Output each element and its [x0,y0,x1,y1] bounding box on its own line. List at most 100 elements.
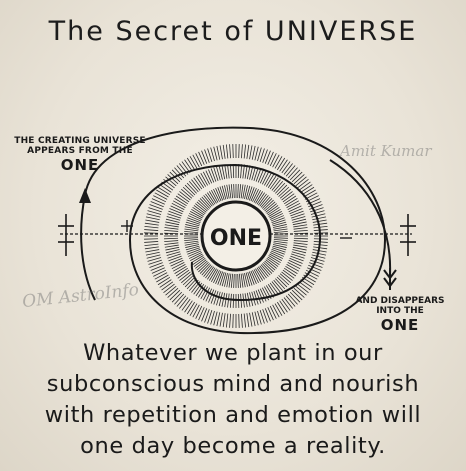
starburst-ray [144,222,159,226]
starburst-ray [272,244,287,248]
starburst-ray [239,184,242,199]
starburst-ray [174,167,185,179]
starburst-ray [278,186,290,197]
starburst-ray [171,202,185,211]
starburst-ray [273,240,288,244]
starburst-ray [164,229,179,232]
starburst-ray [263,199,274,211]
starburst-ray [153,195,167,203]
starburst-ray [207,192,216,205]
starburst-ray [150,264,164,271]
starburst-ray [256,192,265,205]
plus-icon [121,220,133,232]
starburst-ray [269,153,277,167]
starburst-ray [145,216,160,221]
starburst-ray [154,192,168,200]
starburst-ray [170,259,184,267]
starburst-ray [263,261,274,273]
starburst-ray [240,184,244,199]
starburst-ray [269,177,279,190]
starburst-ray [269,282,279,295]
starburst-ray [293,224,308,228]
starburst-ray [270,213,284,220]
starburst-ray [311,254,326,259]
starburst-ray [184,276,196,288]
starburst-ray [260,196,271,208]
starburst-ray [224,272,228,287]
starburst-ray [291,253,305,259]
starburst-ray [205,193,214,206]
starburst-ray [165,221,180,226]
starburst-ray [260,264,271,276]
starburst-ray [150,201,164,208]
starburst-ray [185,221,200,227]
starburst-ray [186,157,196,171]
starburst-ray [186,219,200,225]
starburst-ray [165,249,180,254]
starburst-ray [257,289,264,303]
starburst-ray [267,175,277,188]
starburst-ray [310,259,324,265]
starburst-ray [219,272,225,286]
starburst-ray [195,175,205,188]
starburst-ray [259,170,267,184]
starburst-ray [192,304,200,318]
starburst-ray [273,279,284,292]
starburst-ray [205,170,213,184]
starburst-ray [289,291,301,303]
starburst-ray [305,269,319,277]
starburst-ray [288,259,302,267]
starburst-ray [244,272,248,287]
starburst-ray [252,270,259,284]
starburst-ray [175,267,188,277]
spiral-line [84,126,387,335]
starburst-ray [188,252,202,259]
starburst-ray [221,272,227,287]
starburst-ray [163,283,175,293]
starburst-ray [293,244,308,248]
starburst-ray [185,244,200,248]
starburst-ray [171,261,185,270]
starburst-ray [309,204,323,210]
starburst-ray [146,254,161,259]
starburst-ray [257,310,262,325]
starburst-ray [254,146,259,161]
starburst-ray [261,263,273,274]
starburst-ray [276,301,286,315]
starburst-ray [225,144,229,159]
starburst-ray [269,211,282,219]
starburst-ray [189,156,198,169]
starburst-ray [271,248,285,255]
starburst-ray [255,290,262,304]
right-caption-one: ONE [380,316,420,334]
starburst-ray [180,273,193,284]
starburst-ray [293,287,305,298]
right-caption-line1: AND DISAPPEARS [355,296,445,306]
starburst-ray [279,159,288,172]
watermark-top: Amit Kumar [340,142,432,160]
starburst-ray [309,262,323,268]
starburst-ray [211,269,219,282]
starburst-ray [273,226,288,230]
starburst-ray [248,187,255,201]
starburst-ray [266,258,279,267]
starburst-ray [241,144,243,159]
starburst-ray [230,273,233,288]
up-arrow-icon [79,188,91,203]
starburst-ray [240,273,244,288]
starburst-ray [279,300,288,313]
starburst-ray [184,242,199,246]
starburst-ray [226,184,230,199]
starburst-ray [279,273,292,284]
starburst-ray [191,255,204,264]
starburst-ray [193,177,203,190]
starburst-ray [259,288,267,302]
starburst-ray [283,297,293,309]
starburst-ray [217,271,224,285]
starburst-ray [312,249,327,253]
starburst-ray [159,184,172,193]
starburst-ray [281,191,293,201]
starburst-ray [264,150,271,164]
starburst-ray [182,275,194,286]
starburst-ray [292,249,307,254]
